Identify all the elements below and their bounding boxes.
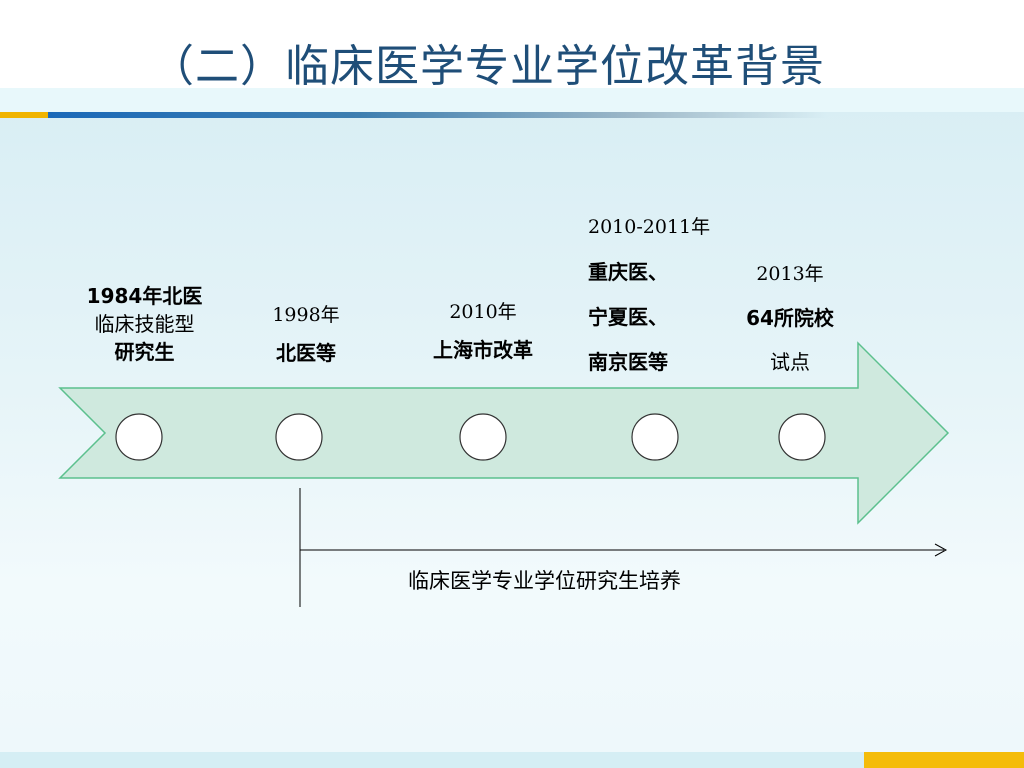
milestone-line: 试点: [770, 350, 810, 374]
milestone-line: 临床技能型: [94, 312, 195, 336]
milestone-label-2010: 2010年 上海市改革: [408, 293, 558, 369]
milestone-line: 北医等: [276, 341, 336, 365]
milestone-line: 研究生: [114, 340, 175, 364]
milestone-year: 2010-2011年: [588, 216, 711, 238]
span-arrowhead: [934, 543, 948, 557]
milestone-year: 2013年: [756, 263, 824, 285]
milestone-node-2010: [459, 413, 507, 461]
milestone-line: 1984年北医: [86, 284, 203, 308]
title-bar: （二）临床医学专业学位改革背景: [0, 0, 1024, 92]
milestone-year: 2010年: [449, 301, 517, 323]
milestone-line: 重庆医、: [588, 250, 728, 295]
span-label: 临床医学专业学位研究生培养: [408, 569, 681, 593]
milestone-year: 1998年: [272, 304, 340, 326]
milestone-label-1998: 1998年 北医等: [246, 296, 366, 372]
title-rule-blue: [48, 112, 828, 118]
milestone-node-2013: [778, 413, 826, 461]
milestone-node-2010-2011: [631, 413, 679, 461]
milestone-node-1984: [115, 413, 163, 461]
header-band: [0, 88, 1024, 112]
milestone-line: 64所院校: [746, 306, 834, 330]
milestone-line: 宁夏医、: [588, 305, 668, 329]
milestone-node-1998: [275, 413, 323, 461]
milestone-label-2013: 2013年 64所院校 试点: [726, 252, 854, 384]
milestone-label-2010-2011: 2010-2011年 重庆医、 宁夏医、 南京医等: [580, 205, 728, 385]
milestone-line: 南京医等: [588, 350, 668, 374]
title-rule-gold: [0, 112, 48, 118]
milestone-label-1984: 1984年北医 临床技能型 研究生: [72, 282, 217, 366]
footer-strip: [0, 752, 864, 768]
footer-gold-block: [864, 752, 1024, 768]
milestone-line: 重庆医、: [588, 260, 668, 284]
milestone-line: 上海市改革: [433, 338, 533, 362]
slide-title: （二）临床医学专业学位改革背景: [150, 41, 825, 92]
